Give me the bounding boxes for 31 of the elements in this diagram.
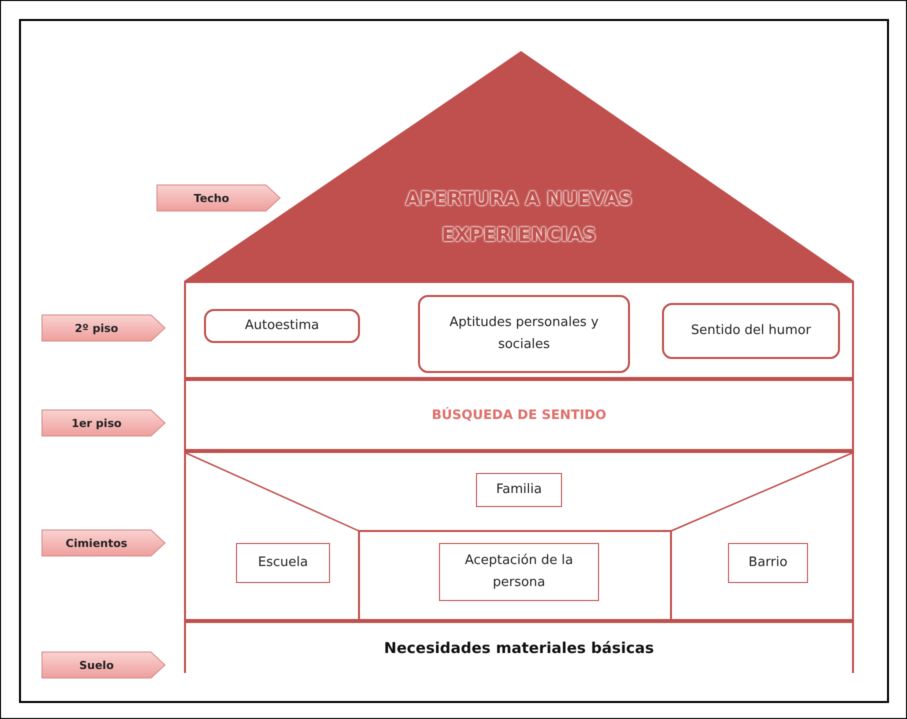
rounded-box — [662, 303, 840, 359]
rounded-box — [418, 295, 630, 373]
label-text: Suelo — [79, 658, 114, 672]
level-tag — [41, 651, 166, 679]
roof-title: APERTURA A NUEVAS EXPERIENCIAS — [404, 187, 634, 248]
level-tag — [156, 184, 281, 212]
level-tag — [41, 314, 166, 342]
label-text: Cimientos — [66, 536, 128, 550]
text-box — [476, 473, 562, 507]
label-text: Familia — [496, 481, 542, 499]
floor-band — [184, 379, 854, 451]
band-title: BÚSQUEDA DE SENTIDO — [432, 408, 606, 422]
label-text: Necesidades materiales básicas — [384, 639, 654, 657]
label-text: Autoestima — [244, 317, 320, 335]
label-text: Techo — [194, 192, 230, 204]
level-tag — [41, 529, 166, 557]
text-box — [728, 543, 808, 583]
ground-band — [184, 621, 854, 673]
label-text: Aceptación de la persona — [464, 552, 574, 592]
label-text: 2º piso — [74, 322, 118, 334]
text-box — [236, 543, 330, 583]
label-text: Escuela — [258, 554, 308, 572]
rounded-box — [204, 309, 360, 343]
label-text: Aptitudes personales y sociales — [448, 314, 600, 354]
label-text: Sentido del humor — [691, 322, 811, 340]
label-text: Barrio — [748, 554, 788, 572]
floor-band — [184, 281, 854, 379]
label-text: 1er piso — [71, 416, 122, 430]
text-box — [439, 543, 599, 601]
roof-triangle — [184, 51, 854, 281]
level-tag — [41, 409, 166, 437]
